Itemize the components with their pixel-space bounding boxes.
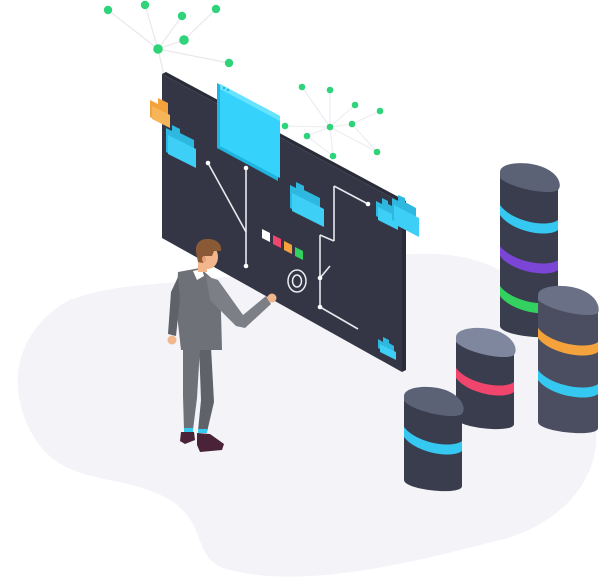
server-icon: [538, 285, 599, 434]
network-nodes-icon: [107, 4, 230, 81]
fingerprint-icon: [287, 269, 307, 293]
folder-icon: [166, 125, 196, 168]
background-blob: [17, 253, 597, 577]
window-icon: [217, 83, 280, 181]
folder-icon: [378, 337, 396, 360]
server-icon: [404, 386, 464, 492]
network-node-dots: [281, 83, 384, 160]
folder-icon: [376, 198, 398, 230]
server-icon: [456, 327, 516, 430]
status-squares: [262, 229, 303, 260]
network-nodes-icon: [284, 86, 381, 157]
person-figure: [167, 238, 277, 452]
folder-icon: [392, 195, 419, 237]
network-node-dots: [103, 0, 234, 68]
circuit-dots: [205, 160, 371, 310]
folder-icon: [150, 98, 170, 128]
folder-icon: [290, 182, 324, 227]
